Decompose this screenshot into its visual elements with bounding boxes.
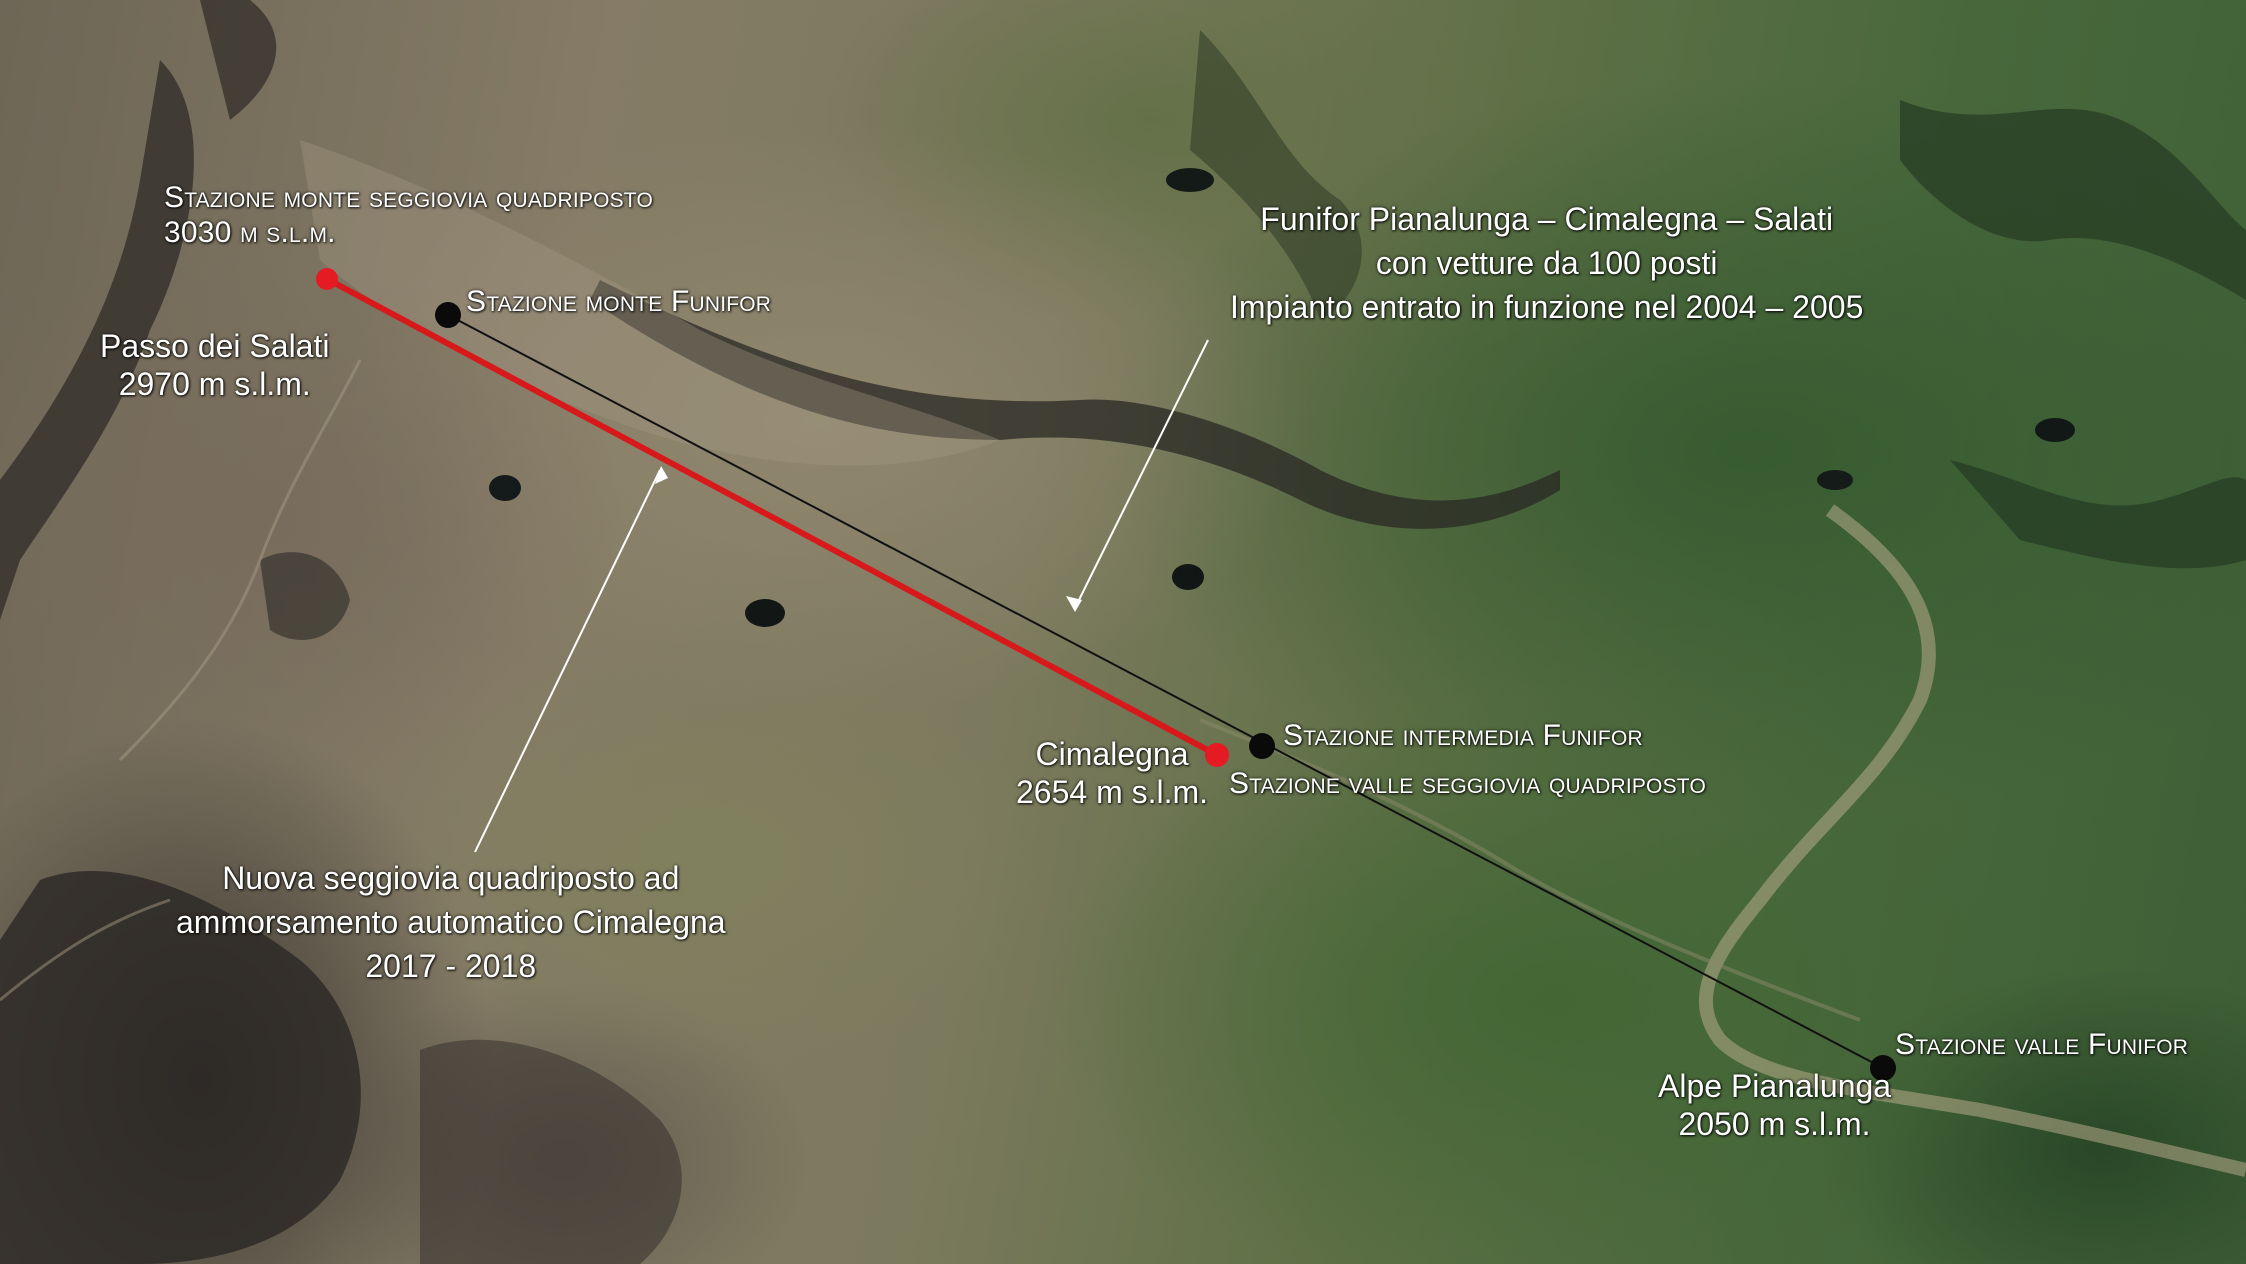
info-line: 2017 - 2018	[365, 948, 537, 985]
rock-ridge	[1190, 30, 1362, 320]
lake	[745, 599, 785, 627]
place-name: Passo dei Salati	[100, 328, 330, 364]
place-altitude: 2654 m s.l.m.	[1016, 773, 1209, 810]
label-stazione-monte-funifor: Stazione monte Funifor	[466, 285, 772, 318]
label-stazione-intermedia-funifor: Stazione intermedia Funifor	[1283, 719, 1643, 752]
rock-area	[0, 871, 361, 1264]
rock-area	[260, 552, 350, 640]
label-stazione-valle-funifor: Stazione valle Funifor	[1895, 1028, 2189, 1061]
rock-ridge	[0, 60, 194, 620]
lake	[1817, 470, 1853, 490]
label-line: 3030 m s.l.m.	[164, 216, 336, 250]
trail	[0, 898, 171, 1002]
info-line: Nuova seggiovia quadriposto ad	[222, 860, 680, 896]
callout-arrowhead-funifor	[1066, 596, 1082, 612]
river-valley	[1699, 504, 2246, 1177]
place-name: Alpe Pianalunga	[1658, 1068, 1892, 1104]
station-marker-valle-funifor	[1870, 1055, 1896, 1081]
label-seggiovia-info: Nuova seggiovia quadriposto ad ammorsame…	[176, 856, 726, 988]
label-cimalegna: Cimalegna 2654 m s.l.m.	[1016, 736, 1208, 812]
station-marker-monte-seggiovia	[316, 268, 338, 290]
chairlift-line	[325, 276, 1219, 758]
rock-ridge	[200, 0, 277, 120]
place-altitude: 2050 m s.l.m.	[1678, 1105, 1871, 1142]
callout-arrowhead-seggiovia	[655, 466, 668, 484]
lake	[489, 475, 521, 501]
lake	[1166, 168, 1214, 192]
place-altitude: 2970 m s.l.m.	[118, 365, 311, 402]
road	[1199, 718, 1861, 1022]
rock-area	[420, 1039, 682, 1264]
rock-ridge	[1950, 460, 2246, 569]
lake	[2035, 418, 2075, 442]
callout-arrow-funifor	[1074, 339, 1209, 609]
rock-ridge	[590, 280, 1560, 529]
place-name: Cimalegna	[1035, 736, 1189, 772]
label-stazione-valle-seggiovia: Stazione valle seggiovia quadriposto	[1229, 767, 1706, 800]
label-alpe-pianalunga: Alpe Pianalunga 2050 m s.l.m.	[1658, 1068, 1891, 1144]
label-funifor-info: Funifor Pianalunga – Cimalegna – Salati …	[1230, 197, 1863, 329]
label-line: Stazione monte seggiovia quadriposto	[164, 181, 653, 214]
scree-area	[300, 140, 1000, 466]
trail	[118, 359, 362, 762]
info-line: Impianto entrato in funzione nel 2004 – …	[1230, 289, 1864, 326]
label-passo-dei-salati: Passo dei Salati 2970 m s.l.m.	[100, 328, 329, 404]
info-line: Funifor Pianalunga – Cimalegna – Salati	[1260, 201, 1834, 237]
callout-arrow-seggiovia	[474, 469, 661, 853]
station-marker-intermedia-funifor	[1249, 733, 1275, 759]
rock-ridge	[1900, 100, 2246, 300]
station-marker-monte-funifor	[435, 302, 461, 328]
lake	[1172, 564, 1204, 590]
station-marker-valle-seggiovia	[1205, 743, 1229, 767]
info-line: con vetture da 100 posti	[1375, 245, 1718, 282]
info-line: ammorsamento automatico Cimalegna	[176, 904, 726, 941]
funifor-cable-line	[447, 314, 1884, 1069]
label-stazione-monte-seggiovia: Stazione monte seggiovia quadriposto 303…	[164, 180, 653, 251]
